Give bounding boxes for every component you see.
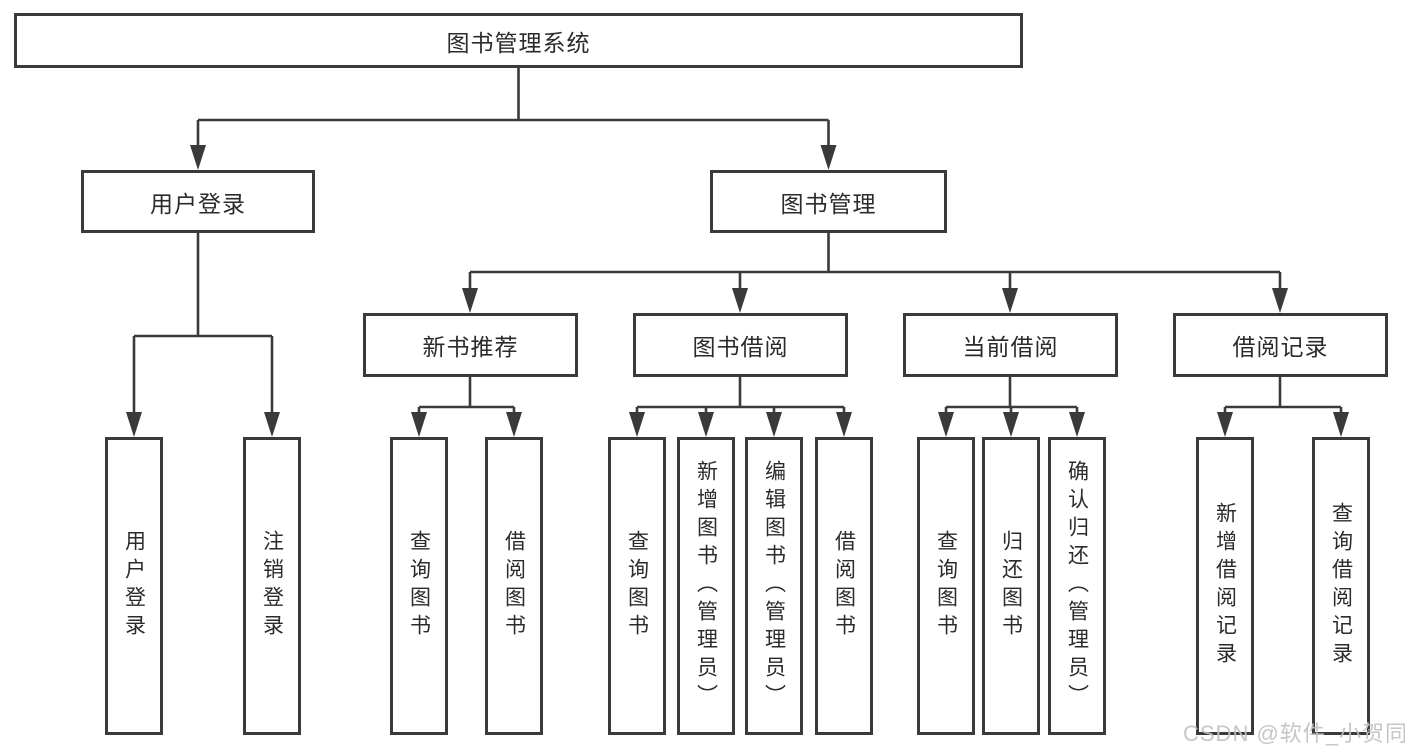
node-label: 当前借阅 [962, 334, 1059, 360]
node-label: 图书管理系统 [446, 29, 591, 56]
node-newbook-query-books: 查询图书 [390, 437, 448, 735]
arrowhead-group [126, 145, 1349, 437]
node-label: 用户登录 [122, 530, 146, 642]
node-label: 新书推荐 [422, 334, 519, 360]
node-label: 确认归还（管理员） [1065, 460, 1089, 712]
node-borrow-edit-books-admin: 编辑图书（管理员） [745, 437, 803, 735]
node-logout-action: 注销登录 [243, 437, 301, 735]
csdn-watermark: CSDN @软件_小贺同学 [1183, 721, 1405, 746]
node-label: 查询图书 [934, 530, 958, 642]
node-borrow-query-books: 查询图书 [608, 437, 666, 735]
node-label: 借阅记录 [1232, 334, 1329, 360]
node-current-confirm-return-admin: 确认归还（管理员） [1048, 437, 1106, 735]
node-library-management-system: 图书管理系统 [14, 13, 1023, 68]
node-label: 图书管理 [780, 190, 877, 217]
node-label: 注销登录 [260, 530, 284, 642]
node-label: 图书借阅 [692, 334, 789, 360]
node-current-query-books: 查询图书 [917, 437, 975, 735]
node-records-add-record: 新增借阅记录 [1196, 437, 1254, 735]
node-records-query-record: 查询借阅记录 [1312, 437, 1370, 735]
node-label: 借阅图书 [502, 530, 526, 642]
node-book-borrowing: 图书借阅 [633, 313, 848, 377]
node-borrow-add-books-admin: 新增图书（管理员） [677, 437, 735, 735]
node-label: 查询借阅记录 [1329, 502, 1353, 670]
node-user-login-action: 用户登录 [105, 437, 163, 735]
node-borrowing-records: 借阅记录 [1173, 313, 1388, 377]
node-label: 查询图书 [625, 530, 649, 642]
node-label: 编辑图书（管理员） [762, 460, 786, 712]
node-book-management: 图书管理 [710, 170, 947, 233]
node-label: 归还图书 [999, 530, 1023, 642]
node-user-login: 用户登录 [81, 170, 315, 233]
node-current-return-books: 归还图书 [982, 437, 1040, 735]
node-current-borrowing: 当前借阅 [903, 313, 1118, 377]
node-label: 用户登录 [150, 190, 246, 217]
node-label: 新增借阅记录 [1213, 502, 1237, 670]
node-label: 新增图书（管理员） [694, 460, 718, 712]
node-newbook-borrow-books: 借阅图书 [485, 437, 543, 735]
node-borrow-borrow-books: 借阅图书 [815, 437, 873, 735]
node-label: 查询图书 [407, 530, 431, 642]
node-label: 借阅图书 [832, 530, 856, 642]
node-new-book-recommend: 新书推荐 [363, 313, 578, 377]
